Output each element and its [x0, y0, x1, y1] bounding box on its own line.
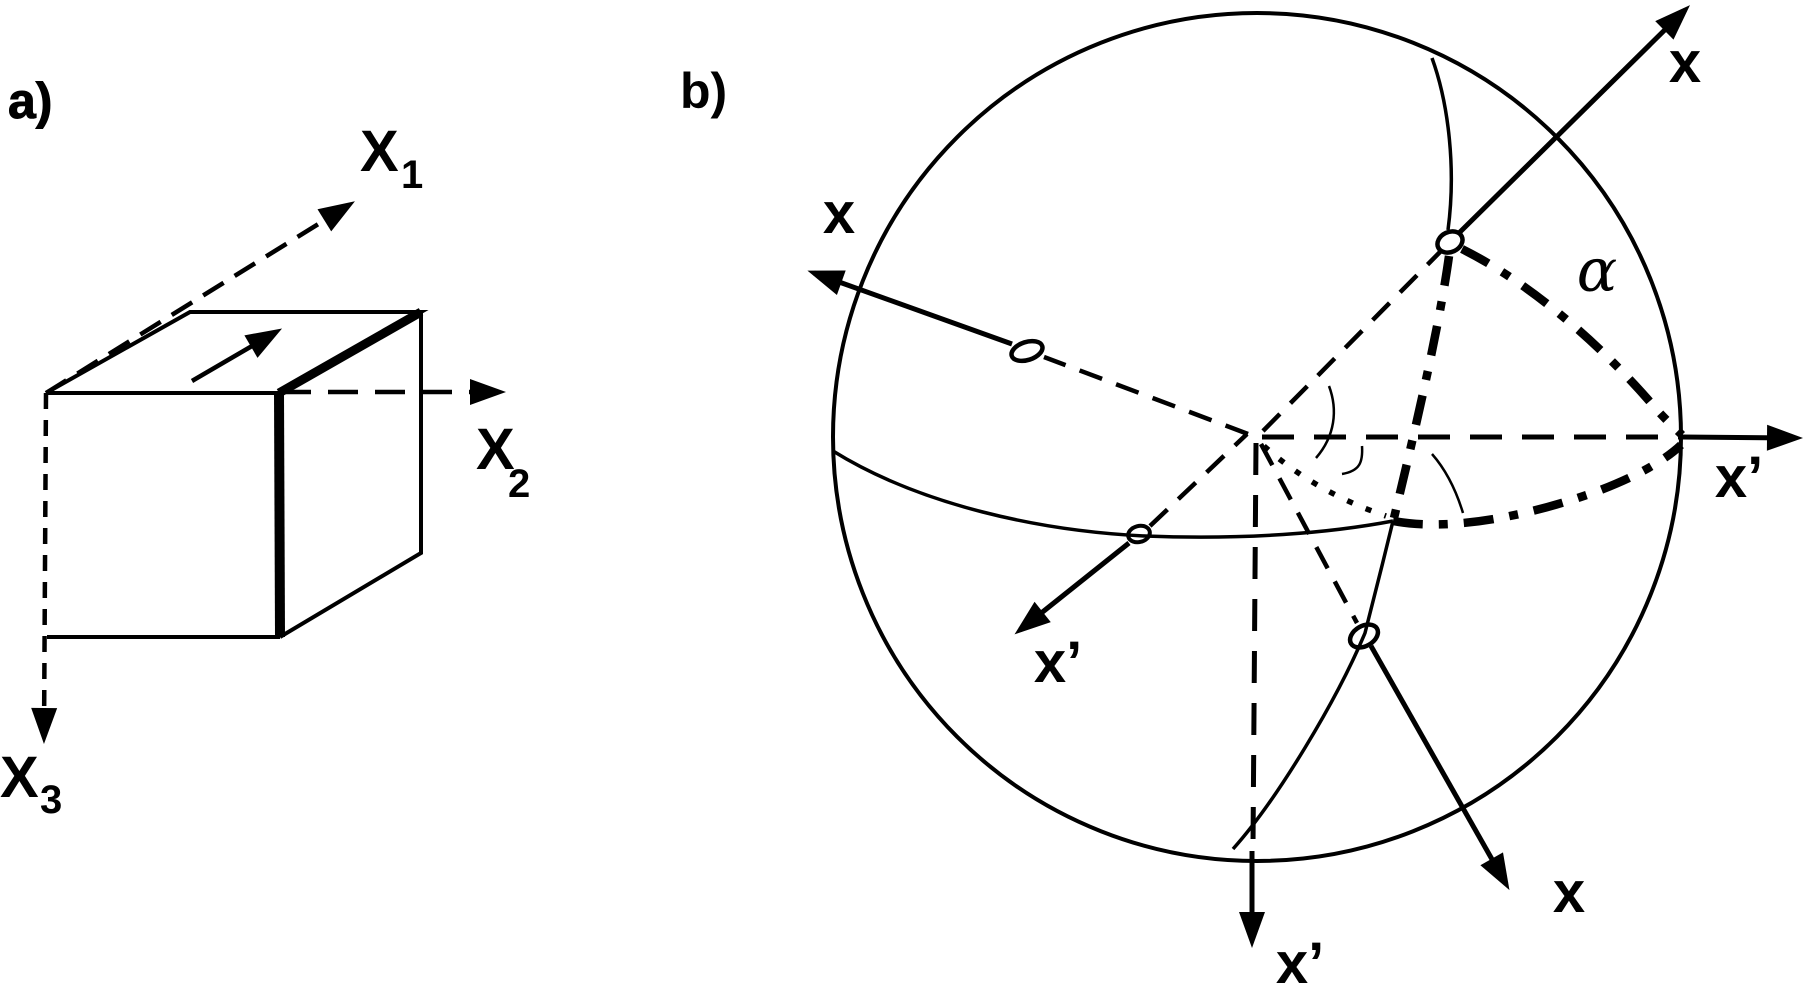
cube-front-face — [46, 391, 280, 639]
bold-equator-right-arc — [1392, 441, 1684, 529]
sphere-outline — [831, 11, 1683, 863]
x-upper-left-label: x — [823, 181, 855, 246]
xprime-lower-left-label: x’ — [1034, 630, 1082, 695]
x1-axis-arrow — [44, 201, 355, 395]
x-upper-left-arrow — [807, 270, 1013, 347]
x1-axis-subscript: 1 — [401, 153, 423, 197]
xprime-right-arrow — [1681, 424, 1803, 451]
x-lower-right-label: x — [1553, 860, 1585, 925]
xprime-right-label: x’ — [1715, 445, 1763, 510]
meridian-bottom-arc — [1231, 520, 1395, 851]
equator-front-arc — [832, 449, 1394, 539]
cube-thick-edge-vertical — [274, 392, 285, 638]
radius-to-upper-left-pole — [1043, 354, 1249, 437]
radius-to-upper-right-pole — [1261, 250, 1442, 433]
meridian-top-arc — [1430, 57, 1454, 231]
radius-to-lower-left-pole — [1148, 432, 1249, 528]
dotted-projection-line — [1262, 443, 1387, 519]
angle-tick-arc-2 — [1341, 445, 1364, 476]
x1-axis-label: X — [360, 119, 399, 184]
x-lower-right-arrow — [1368, 644, 1510, 891]
pierce-point-upper-right — [1435, 229, 1465, 255]
pierce-point-lower-left — [1126, 523, 1152, 545]
x-upper-right-arrow — [1457, 5, 1690, 235]
x3-axis-arrow — [31, 392, 58, 744]
x3-axis-label: X — [0, 745, 39, 810]
radius-vertical-down — [1250, 442, 1259, 847]
cube-top-face — [45, 310, 429, 395]
cube-right-face — [278, 312, 423, 639]
panel-a-cube-diagram: a) X 1 X 2 X 3 — [0, 73, 530, 823]
x-upper-right-label: x — [1669, 30, 1701, 95]
radius-to-lower-pole — [1259, 442, 1359, 625]
x2-axis-subscript: 2 — [508, 462, 530, 506]
pierce-point-bottom — [1347, 622, 1381, 650]
cube-thick-edge-top — [276, 308, 424, 397]
panel-b-label: b) — [680, 63, 727, 119]
pierce-point-upper-left — [1009, 338, 1045, 364]
shear-direction-arrow-icon — [190, 328, 283, 383]
alpha-angle-label: α — [1577, 236, 1618, 306]
xprime-down-label: x’ — [1276, 931, 1324, 996]
x2-axis-label: X — [476, 417, 515, 482]
x3-axis-subscript: 3 — [40, 778, 62, 822]
panel-a-label: a) — [8, 73, 52, 129]
panel-b-sphere-diagram: b) x — [680, 5, 1803, 996]
xprime-lower-left-arrow — [1014, 541, 1131, 635]
angle-tick-arc-1 — [1315, 385, 1336, 459]
angle-tick-arc-3 — [1431, 453, 1465, 514]
bold-arc-pole-to-equator — [1389, 255, 1454, 519]
